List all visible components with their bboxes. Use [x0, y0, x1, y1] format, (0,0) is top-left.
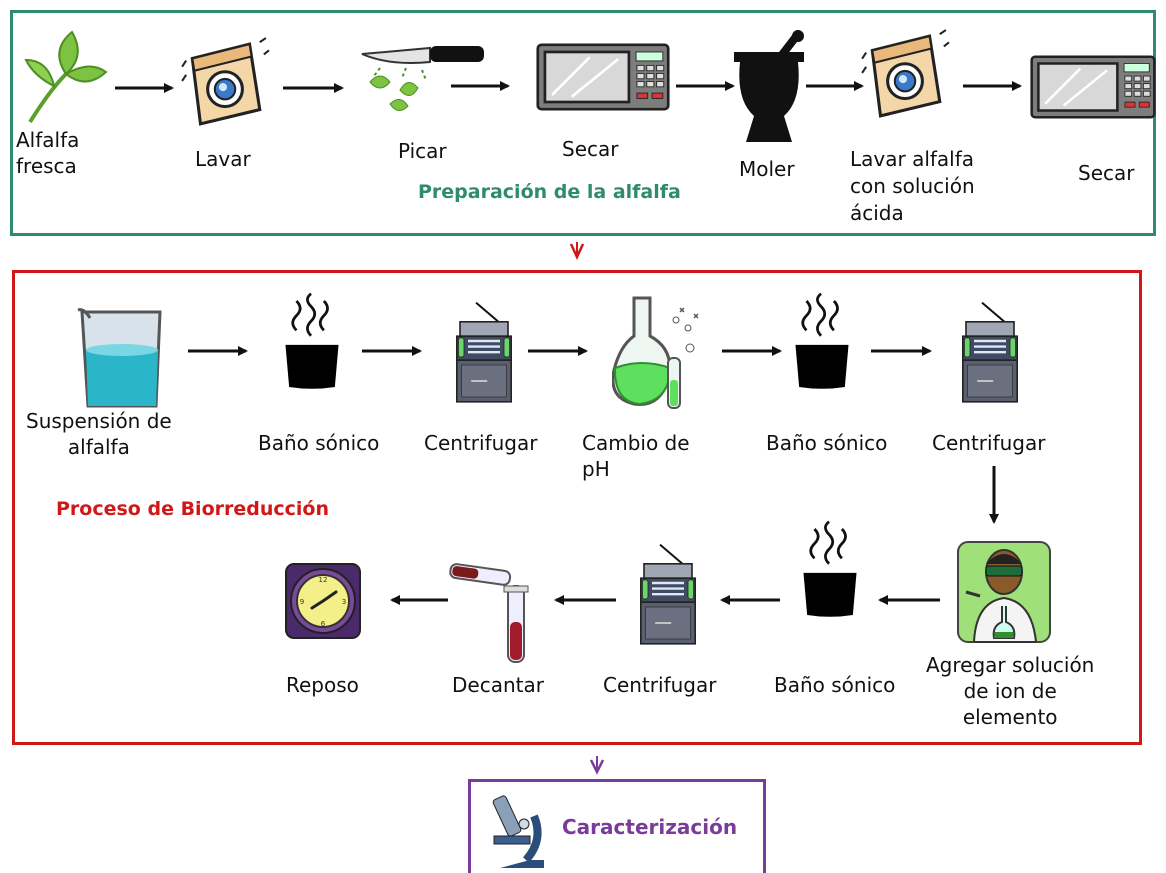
- section-arrow: [569, 243, 585, 260]
- svg-text:9: 9: [300, 598, 304, 606]
- step-label: Centrifugar: [603, 673, 717, 697]
- step-label: Baño sónico: [766, 431, 888, 455]
- step-label: Baño sónico: [774, 673, 896, 697]
- step-label: Agregar solución de ion de elemento: [926, 652, 1094, 730]
- sonic-bath-icon: [798, 520, 862, 624]
- step-label: Decantar: [452, 673, 544, 697]
- test-tubes-icon: [444, 556, 534, 666]
- step-label-line: ácida: [850, 201, 904, 225]
- step-label-line: Cambio de: [582, 431, 690, 455]
- svg-text:3: 3: [342, 598, 346, 606]
- step-label: Lavar alfalfa con solución ácida: [850, 146, 975, 227]
- step-label-line: con solución: [850, 174, 975, 198]
- preparation-title: Preparación de la alfalfa: [418, 181, 681, 203]
- washing-machine-icon: [178, 30, 270, 134]
- bioreduction-title: Proceso de Biorreducción: [56, 498, 329, 520]
- step-label: Baño sónico: [258, 431, 380, 455]
- step-label: Reposo: [286, 673, 359, 697]
- centrifuge-icon: [958, 292, 1022, 414]
- centrifuge-icon: [636, 534, 700, 656]
- sonic-bath-icon: [790, 292, 854, 396]
- flask-icon: [612, 292, 704, 416]
- leaf-icon: [20, 30, 108, 125]
- step-label-line: Agregar solución: [926, 653, 1095, 677]
- characterization-title: Caracterización: [562, 815, 738, 839]
- step-label-line: Suspensión de: [26, 409, 172, 433]
- preparation-section: [10, 10, 1156, 236]
- step-label-line: elemento: [962, 705, 1058, 729]
- beaker-icon: [76, 306, 166, 410]
- step-label: Lavar: [195, 147, 251, 171]
- washing-machine-icon: [858, 22, 950, 126]
- bioreduction-section: [12, 270, 1142, 745]
- characterization-section: [468, 779, 766, 873]
- step-label: Secar: [1078, 161, 1135, 185]
- scientist-icon: [956, 540, 1052, 644]
- svg-text:12: 12: [319, 576, 328, 584]
- clock-icon: 12 3 6 9: [284, 562, 362, 640]
- sonic-bath-icon: [280, 292, 344, 396]
- step-label: Centrifugar: [932, 431, 1046, 455]
- svg-text:6: 6: [321, 620, 326, 628]
- step-label: Secar: [562, 137, 619, 161]
- step-label-line: Lavar alfalfa: [850, 147, 975, 171]
- step-label-line: fresca: [16, 154, 77, 178]
- microwave-icon: [1030, 44, 1156, 130]
- microscope-icon: [490, 790, 550, 870]
- step-label-line: alfalfa: [67, 435, 130, 459]
- centrifuge-icon: [452, 292, 516, 414]
- step-label: Picar: [398, 139, 447, 163]
- section-arrow: [589, 759, 605, 775]
- microwave-icon: [536, 34, 670, 120]
- step-label-line: de ion de: [963, 679, 1057, 703]
- step-label: Cambio de pH: [582, 430, 690, 482]
- knife-icon: [360, 44, 486, 114]
- step-label: Suspensión de alfalfa: [26, 408, 172, 460]
- step-label: Centrifugar: [424, 431, 538, 455]
- step-label: Alfalfa fresca: [16, 127, 79, 179]
- step-label-line: pH: [582, 457, 610, 481]
- mortar-pestle-icon: [732, 30, 806, 148]
- step-label: Moler: [739, 157, 795, 181]
- step-label-line: Alfalfa: [16, 128, 80, 152]
